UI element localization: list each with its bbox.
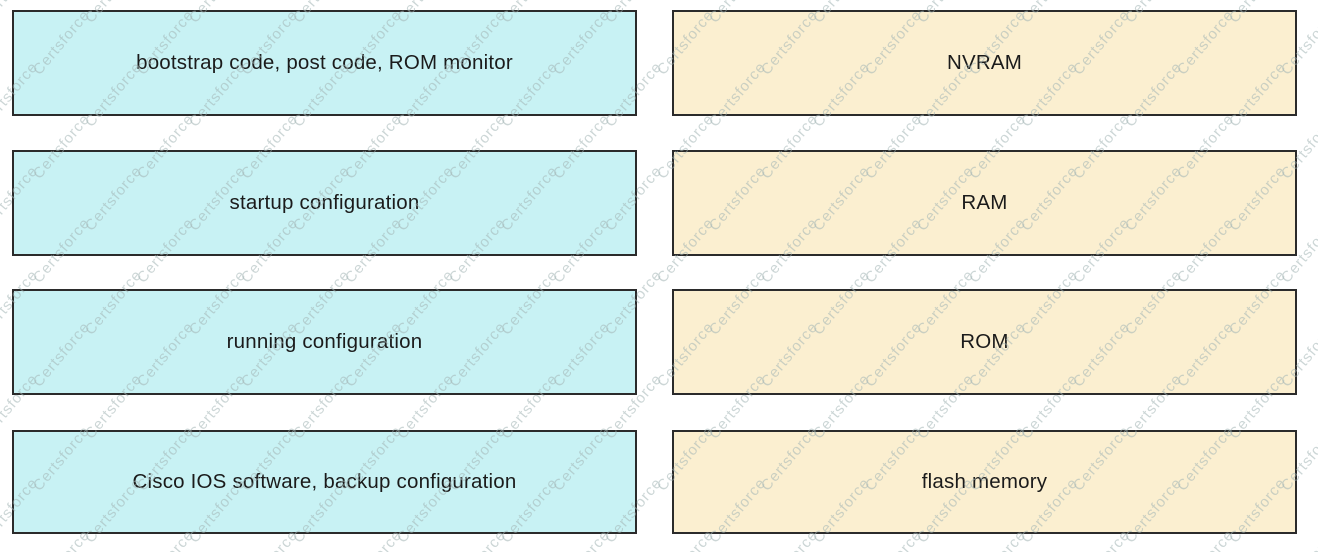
drop-target-label: NVRAM: [946, 51, 1023, 74]
drag-item-label: startup configuration: [229, 191, 420, 214]
drag-item-cisco-ios-software[interactable]: Cisco IOS software, backup configuration: [12, 430, 637, 534]
drop-target-label: ROM: [960, 330, 1009, 353]
drop-target-nvram[interactable]: NVRAM: [672, 10, 1297, 116]
drag-item-label: Cisco IOS software, backup configuration: [132, 470, 517, 493]
drag-item-label: running configuration: [226, 330, 423, 353]
drag-item-startup-configuration[interactable]: startup configuration: [12, 150, 637, 256]
drop-target-label: RAM: [961, 191, 1008, 214]
drop-target-label: flash memory: [921, 470, 1048, 493]
drop-target-ram[interactable]: RAM: [672, 150, 1297, 256]
drag-item-label: bootstrap code, post code, ROM monitor: [136, 51, 513, 74]
drag-item-running-configuration[interactable]: running configuration: [12, 289, 637, 395]
drag-item-bootstrap-code[interactable]: bootstrap code, post code, ROM monitor: [12, 10, 637, 116]
drop-target-rom[interactable]: ROM: [672, 289, 1297, 395]
drop-target-flash-memory[interactable]: flash memory: [672, 430, 1297, 534]
